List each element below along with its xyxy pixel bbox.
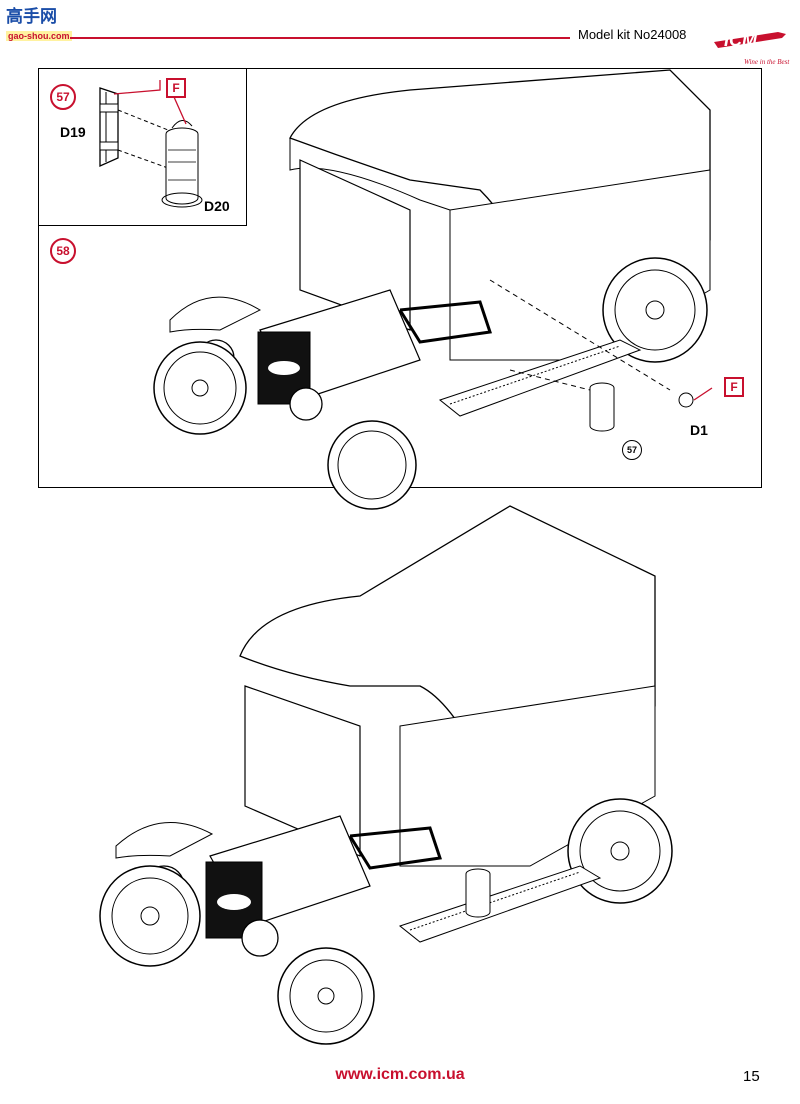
step-ref-57: 57 [622,440,642,460]
step-57-number: 57 [50,84,76,110]
part-label-d19: D19 [60,124,86,140]
glue-flag-57: F [166,78,186,98]
part-label-d1: D1 [690,422,708,438]
page-number: 15 [743,1068,760,1085]
icm-logo: ICM Wine in the Best [708,20,792,66]
icm-logo-text: ICM [724,30,758,50]
completed-car-diagram [99,505,673,1045]
icm-logo-icon: ICM Wine in the Best [714,30,790,66]
step-58-car-diagram [153,69,713,510]
step-57-diagram [99,80,203,208]
part-label-d20: D20 [204,198,230,214]
header-rule [70,37,570,39]
watermark-subtext: gao-shou.com [6,31,72,41]
glue-flag-58: F [724,377,744,397]
watermark-text: 高手网 [6,7,57,26]
kit-number: Model kit No24008 [578,27,687,42]
inset-step-57 [38,68,247,226]
footer-url[interactable]: www.icm.com.ua [335,1066,465,1083]
icm-tagline: Wine in the Best [744,58,790,66]
watermark-logo: 高手网 gao-shou.com [6,8,76,42]
step-58-number: 58 [50,238,76,264]
